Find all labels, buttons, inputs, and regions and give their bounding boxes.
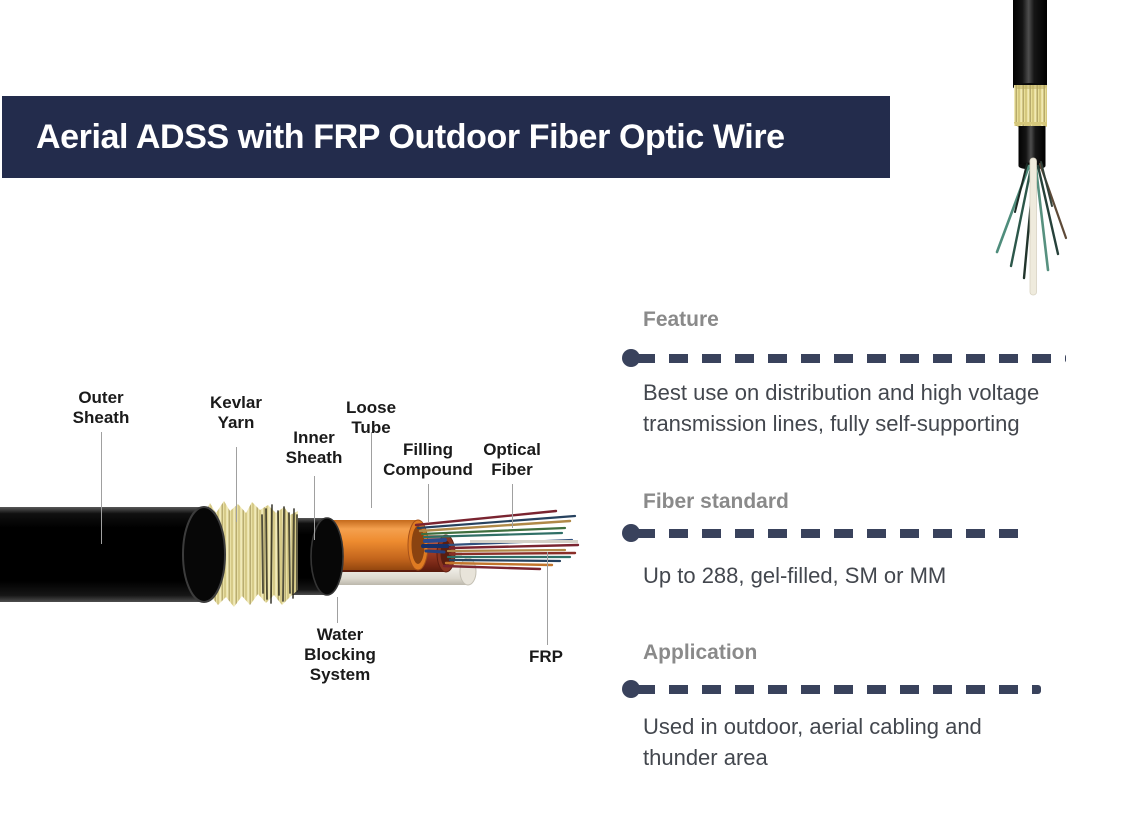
label-frp: FRP [529, 647, 563, 666]
section-application-heading: Application [643, 641, 758, 664]
label-inner-sheath: Inner Sheath [285, 428, 343, 467]
outer-sheath-layer [0, 506, 226, 603]
kevlar-yarn-layer [203, 501, 298, 607]
cable-photo-inner-jacket [1018, 126, 1046, 170]
dashed-divider [622, 680, 1041, 698]
label-filling-compound: Filling Compound [383, 440, 473, 479]
dashed-divider [622, 349, 1066, 367]
leader-loose-tube [371, 432, 372, 508]
divider-dot [622, 680, 640, 698]
cable-photo-frp-rod [1029, 157, 1037, 296]
divider-dashes [636, 353, 1066, 363]
section-feature-heading: Feature [643, 308, 719, 331]
section-application: Application [643, 641, 1103, 665]
leader-filling-compound [428, 484, 429, 522]
leader-frp [547, 552, 548, 645]
leader-kevlar-yarn [236, 447, 237, 522]
label-optical-fiber: Optical Fiber [483, 440, 541, 479]
divider-dashes [636, 528, 1032, 538]
title-banner: Aerial ADSS with FRP Outdoor Fiber Optic… [2, 96, 890, 178]
section-fiber-standard-heading: Fiber standard [643, 490, 789, 513]
dashed-divider [622, 524, 1032, 542]
cable-photo-kevlar-band [1014, 85, 1047, 128]
label-loose-tube: Loose Tube [345, 398, 397, 437]
cable-cutaway-illustration [0, 501, 580, 607]
section-feature: Feature [643, 308, 1103, 332]
section-fiber-standard: Fiber standard [643, 490, 1103, 514]
divider-dot [622, 524, 640, 542]
page-title: Aerial ADSS with FRP Outdoor Fiber Optic… [36, 117, 785, 156]
label-outer-sheath: Outer Sheath [72, 388, 130, 427]
optical-fiber-strands [414, 509, 580, 571]
section-feature-body: Best use on distribution and high voltag… [643, 380, 1040, 436]
stripped-cable-photo [995, 0, 1068, 296]
cable-photo-jacket [1013, 0, 1047, 91]
divider-dashes [636, 684, 1041, 694]
leader-outer-sheath [101, 432, 102, 544]
divider-dot [622, 349, 640, 367]
leader-water-blocking-system [337, 597, 338, 623]
leader-optical-fiber [512, 484, 513, 528]
label-kevlar-yarn: Kevlar Yarn [210, 393, 262, 432]
section-application-body: Used in outdoor, aerial cabling and thun… [643, 714, 982, 770]
leader-inner-sheath [314, 476, 315, 540]
label-water-blocking-system: Water Blocking System [304, 625, 376, 684]
section-fiber-standard-body: Up to 288, gel-filled, SM or MM [643, 563, 947, 588]
